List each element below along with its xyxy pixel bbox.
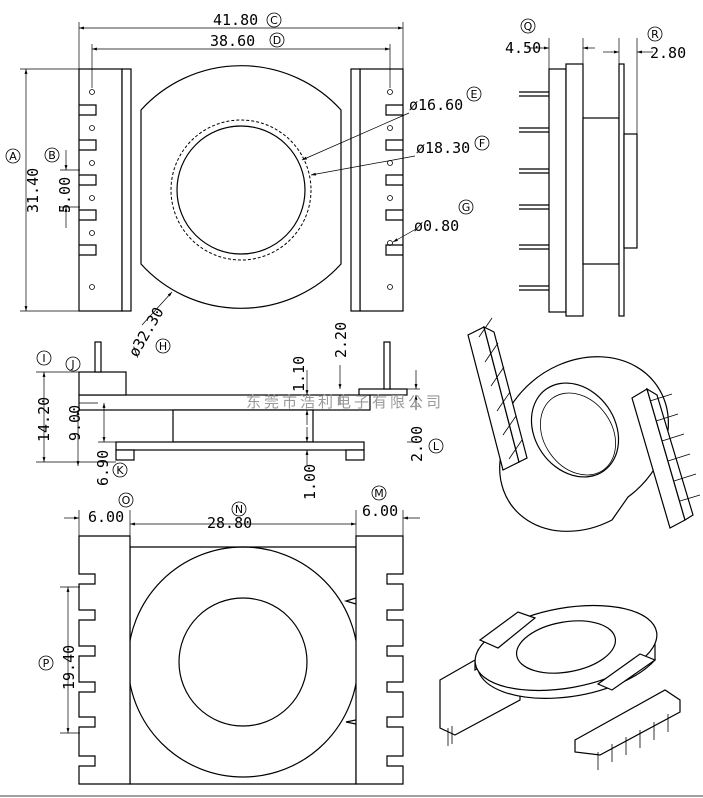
dim-i-value: 14.20	[35, 397, 53, 442]
label-n: N	[235, 503, 243, 516]
label-i-circle	[36, 350, 52, 366]
label-b: B	[48, 149, 56, 162]
dim-f-value: ø18.30	[416, 139, 470, 157]
dim-l-value: 2.00	[408, 426, 426, 462]
iso-view-upright	[467, 317, 701, 532]
top-view: 41.80 C 38.60 D 31.40 A 5.00 B ø16.60 E …	[5, 11, 490, 360]
top-flange-outline	[140, 65, 342, 309]
dim-n-value: 28.80	[207, 514, 252, 532]
dim-d-value: 38.60	[210, 32, 255, 50]
bottom-disc	[129, 546, 370, 785]
dim-r-value: 2.80	[650, 44, 686, 62]
side-core	[623, 133, 638, 249]
top-right-slots	[385, 104, 403, 256]
side-terminal	[548, 68, 567, 313]
bottom-inner-circle	[178, 597, 308, 727]
label-j: J	[70, 358, 74, 371]
front-right-pin	[383, 341, 391, 390]
label-e-circle	[466, 86, 482, 102]
iso-view-flat	[439, 604, 681, 770]
label-c-circle	[266, 12, 282, 28]
dim-1-00-value: 1.00	[301, 464, 319, 500]
label-g-circle	[458, 199, 474, 215]
dim-a-value: 31.40	[24, 168, 42, 213]
top-pin-holes	[89, 89, 393, 290]
top-left-slots	[79, 104, 97, 256]
dim-2-20-value: 2.20	[332, 322, 350, 358]
label-o-circle	[118, 492, 134, 508]
watermark: 东莞市浩利电子有限公司	[246, 393, 444, 411]
label-h: H	[159, 340, 167, 353]
label-k: K	[116, 464, 124, 477]
front-left-pin	[94, 341, 102, 373]
label-i: I	[42, 352, 45, 365]
label-f-circle	[474, 135, 490, 151]
front-left-foot	[115, 449, 135, 461]
dim-c-value: 41.80	[213, 11, 258, 29]
front-right-foot	[345, 449, 365, 461]
top-inner-circle	[176, 125, 306, 255]
label-b-circle	[44, 147, 60, 163]
bottom-flange-circle	[127, 546, 359, 778]
dim-j-value: 9.00	[66, 405, 84, 441]
front-view: 14.20 I 9.00 J 6.90 K 1.10 2.20 1.00	[35, 322, 444, 500]
label-c: C	[270, 14, 278, 27]
front-right-terminal	[358, 388, 408, 396]
side-flange	[618, 63, 625, 317]
dim-q-value: 4.50	[505, 39, 541, 57]
label-e: E	[471, 88, 478, 101]
top-left-wall	[121, 68, 132, 312]
label-a-circle	[5, 148, 21, 164]
label-a: A	[9, 150, 17, 163]
label-q: Q	[524, 20, 533, 33]
dim-1-10-value: 1.10	[290, 356, 308, 392]
label-m-circle	[371, 485, 387, 501]
side-body	[582, 117, 620, 265]
bottom-right-terminal	[355, 535, 404, 785]
label-f: F	[479, 137, 485, 150]
label-l-circle	[428, 438, 444, 454]
label-p-circle	[38, 655, 54, 671]
label-p: P	[43, 657, 50, 670]
label-d-circle	[269, 32, 285, 48]
top-right-terminal	[359, 68, 404, 312]
label-j-circle	[65, 356, 81, 372]
label-q-circle	[520, 18, 536, 34]
label-k-circle	[112, 462, 128, 478]
bottom-view: 6.00 28.80 6.00 O N M 19.40 P	[38, 485, 420, 785]
side-wall	[565, 63, 584, 317]
label-r: R	[651, 28, 659, 41]
label-r-circle	[647, 26, 663, 42]
top-outer-dashed-circle	[170, 119, 312, 261]
dim-e-value: ø16.60	[409, 96, 463, 114]
dim-p-value: 19.40	[60, 645, 78, 690]
top-right-wall	[350, 68, 361, 312]
dim-g-value: ø0.80	[414, 217, 459, 235]
dim-m-value: 6.00	[362, 502, 398, 520]
bottom-left-terminal	[78, 535, 131, 785]
side-pins	[519, 91, 549, 291]
label-g: G	[462, 201, 471, 214]
dim-b-value: 5.00	[56, 177, 74, 213]
front-core	[172, 409, 314, 443]
dim-k-value: 6.90	[94, 450, 112, 486]
side-view: 4.50 Q 2.80 R	[505, 18, 686, 317]
label-h-circle	[155, 338, 171, 354]
front-left-terminal	[78, 371, 127, 396]
label-m: M	[374, 487, 384, 500]
label-n-circle	[231, 501, 247, 517]
front-bottom-flange	[115, 441, 365, 451]
dim-o-value: 6.00	[88, 508, 124, 526]
label-l: L	[433, 440, 440, 453]
label-d: D	[273, 34, 281, 47]
label-o: O	[122, 494, 131, 507]
